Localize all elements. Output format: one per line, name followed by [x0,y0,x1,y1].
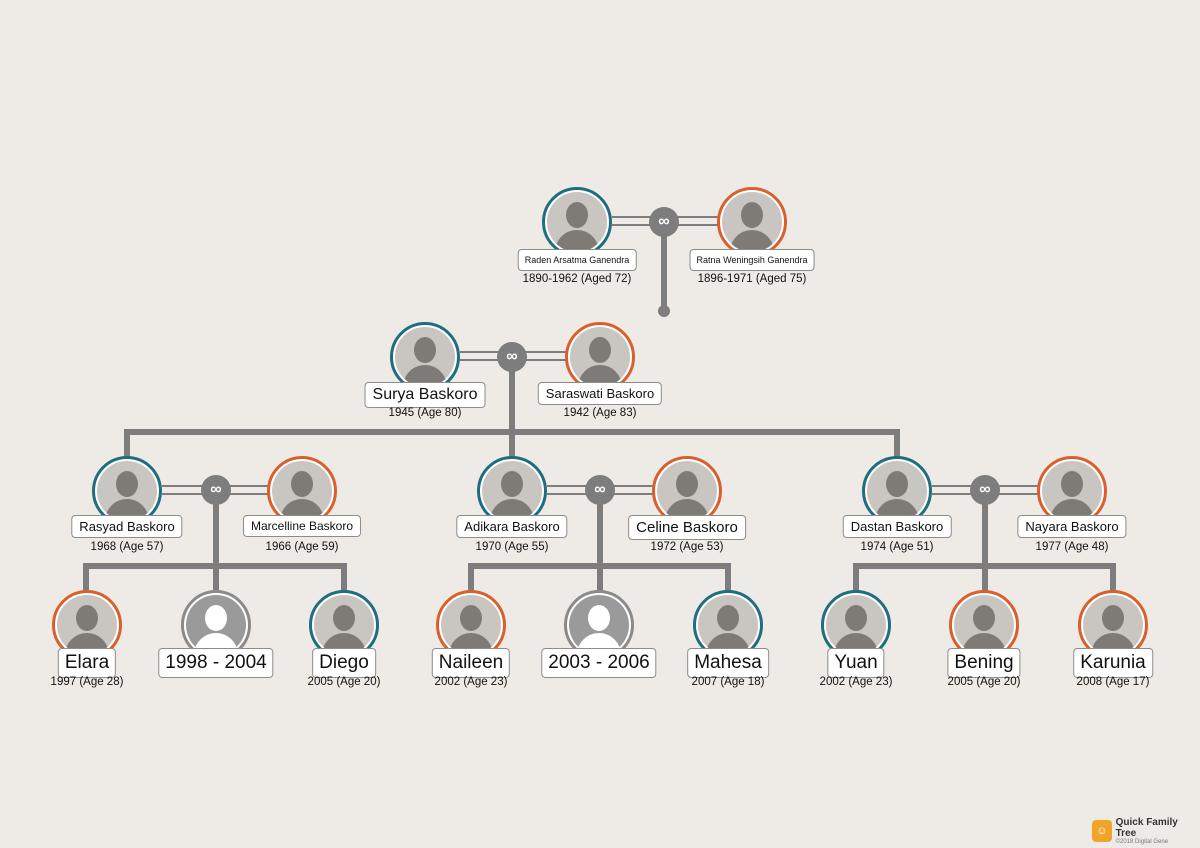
branch-end-dot [658,305,670,317]
person-name: Bening [947,648,1021,678]
person-name: Yuan [827,648,885,678]
person-dates: 1974 (Age 51) [860,541,934,553]
person-name: Naileen [431,648,511,678]
person-dates: 1896-1971 (Aged 75) [697,273,807,285]
avatar [92,456,162,526]
brand-name: Quick Family Tree [1115,817,1178,839]
person-name: Adikara Baskoro [456,515,568,538]
person-dates: 2005 (Age 20) [307,676,381,688]
person-name: Karunia [1073,648,1153,678]
person-name: Saraswati Baskoro [537,382,663,405]
person-name: Elara [57,648,117,678]
person-dates: 2007 (Age 18) [691,676,765,688]
person-dates: 2002 (Age 23) [819,676,893,688]
avatar [542,187,612,257]
union-link-icon[interactable]: ∞ [201,475,231,505]
person-card-unknown-1[interactable]: 1998 - 2004 [126,590,306,710]
union-link-icon[interactable]: ∞ [585,475,615,505]
avatar [390,322,460,392]
person-name: Mahesa [687,648,769,678]
person-card-yuan[interactable]: Yuan 2002 (Age 23) [766,590,946,710]
person-card-marcelline[interactable]: Marcelline Baskoro 1966 (Age 59) [212,456,392,576]
person-name: Rasyad Baskoro [71,515,183,538]
person-card-elara[interactable]: Elara 1997 (Age 28) [0,590,177,710]
person-name: Ratna Weningsih Ganendra [689,249,815,271]
union-link-icon[interactable]: ∞ [970,475,1000,505]
person-dates: 1977 (Age 48) [1035,541,1109,553]
app-logo: ☺ Quick Family Tree ©2018 Digital Gene [1092,817,1192,845]
person-card-mahesa[interactable]: Mahesa 2007 (Age 18) [638,590,818,710]
person-dates: 1970 (Age 55) [475,541,549,553]
person-card-rasyad[interactable]: Rasyad Baskoro 1968 (Age 57) [37,456,217,576]
avatar [862,456,932,526]
person-card-surya[interactable]: Surya Baskoro 1945 (Age 80) [335,322,515,442]
person-dates: 1945 (Age 80) [388,407,462,419]
person-dates: 1968 (Age 57) [90,541,164,553]
person-card-dastan[interactable]: Dastan Baskoro 1974 (Age 51) [807,456,987,576]
person-card-raden[interactable]: Raden Arsatma Ganendra 1890-1962 (Aged 7… [487,187,667,307]
avatar [717,187,787,257]
avatar [565,322,635,392]
person-name: 2003 - 2006 [541,648,657,678]
person-name: Dastan Baskoro [842,515,952,538]
person-card-saraswati[interactable]: Saraswati Baskoro 1942 (Age 83) [510,322,690,442]
person-name: Raden Arsatma Ganendra [517,249,637,271]
family-tree-logo-icon: ☺ [1092,820,1112,842]
person-card-adikara[interactable]: Adikara Baskoro 1970 (Age 55) [422,456,602,576]
union-link-icon[interactable]: ∞ [649,207,679,237]
person-dates: 1966 (Age 59) [265,541,339,553]
person-dates: 1890-1962 (Aged 72) [522,273,632,285]
person-card-ratna[interactable]: Ratna Weningsih Ganendra 1896-1971 (Aged… [662,187,842,307]
person-dates: 1942 (Age 83) [563,407,637,419]
person-card-bening[interactable]: Bening 2005 (Age 20) [894,590,1074,710]
person-card-karunia[interactable]: Karunia 2008 (Age 17) [1023,590,1200,710]
avatar [477,456,547,526]
person-name: 1998 - 2004 [158,648,274,678]
person-dates: 1972 (Age 53) [650,541,724,553]
person-card-diego[interactable]: Diego 2005 (Age 20) [254,590,434,710]
person-card-unknown-2[interactable]: 2003 - 2006 [509,590,689,710]
person-dates: 2008 (Age 17) [1076,676,1150,688]
person-dates: 1997 (Age 28) [50,676,124,688]
avatar [652,456,722,526]
person-name: Nayara Baskoro [1017,515,1127,538]
person-card-nayara[interactable]: Nayara Baskoro 1977 (Age 48) [982,456,1162,576]
person-name: Celine Baskoro [628,515,746,540]
person-dates: 2005 (Age 20) [947,676,1021,688]
person-name: Marcelline Baskoro [242,515,362,537]
person-dates: 2002 (Age 23) [434,676,508,688]
person-card-celine[interactable]: Celine Baskoro 1972 (Age 53) [597,456,777,576]
union-link-icon[interactable]: ∞ [497,342,527,372]
brand-copyright: ©2018 Digital Gene [1115,839,1169,845]
person-card-naileen[interactable]: Naileen 2002 (Age 23) [381,590,561,710]
person-name: Diego [312,648,376,678]
person-name: Surya Baskoro [364,382,486,408]
